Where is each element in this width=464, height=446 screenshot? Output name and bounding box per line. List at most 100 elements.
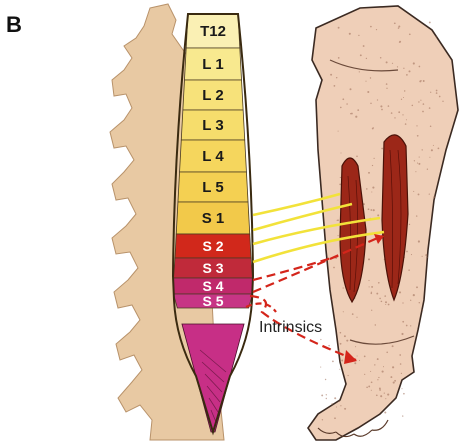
skin-stipple-dot: [363, 45, 365, 47]
skin-stipple-dot: [334, 397, 336, 399]
skin-stipple-dot: [332, 361, 334, 363]
skin-stipple-dot: [371, 390, 372, 391]
skin-stipple-dot: [371, 310, 372, 311]
skin-stipple-dot: [412, 105, 414, 107]
skin-stipple-dot: [371, 286, 373, 288]
skin-stipple-dot: [436, 36, 437, 37]
skin-stipple-dot: [380, 57, 382, 59]
skin-stipple-dot: [350, 113, 351, 114]
skin-stipple-dot: [419, 66, 421, 68]
skin-stipple-dot: [339, 369, 340, 370]
nerve-s1-red: [253, 256, 338, 280]
skin-stipple-dot: [336, 77, 337, 78]
skin-stipple-dot: [398, 25, 400, 27]
skin-stipple-dot: [337, 220, 338, 221]
skin-stipple-dot: [343, 311, 344, 312]
segment-label: S 2: [202, 238, 223, 254]
skin-stipple-dot: [399, 291, 401, 293]
skin-stipple-dot: [383, 366, 384, 367]
skin-stipple-dot: [366, 387, 368, 389]
segment-label: T12: [200, 23, 226, 40]
skin-stipple-dot: [326, 394, 327, 395]
skin-stipple-dot: [418, 193, 420, 195]
skin-stipple-dot: [429, 107, 431, 109]
skin-stipple-dot: [364, 356, 366, 358]
skin-stipple-dot: [422, 309, 424, 311]
skin-stipple-dot: [416, 215, 417, 216]
skin-stipple-dot: [399, 354, 401, 356]
leg-illustration: [308, 6, 458, 440]
skin-stipple-dot: [392, 63, 393, 64]
skin-stipple-dot: [356, 317, 357, 318]
segment-label: L 4: [202, 148, 224, 165]
skin-stipple-dot: [372, 128, 374, 130]
skin-stipple-dot: [423, 80, 425, 82]
skin-stipple-dot: [370, 103, 371, 104]
skin-stipple-dot: [378, 282, 380, 284]
skin-stipple-dot: [381, 109, 383, 111]
skin-stipple-dot: [422, 149, 423, 150]
skin-stipple-dot: [429, 21, 431, 23]
skin-stipple-dot: [355, 346, 356, 347]
skin-stipple-dot: [397, 66, 398, 67]
skin-stipple-dot: [422, 111, 424, 113]
skin-stipple-dot: [359, 71, 360, 72]
skin-stipple-dot: [355, 116, 357, 118]
skin-stipple-dot: [346, 340, 348, 342]
skin-stipple-dot: [439, 96, 441, 98]
skin-stipple-dot: [425, 254, 427, 256]
skin-stipple-dot: [338, 131, 339, 132]
skin-stipple-dot: [438, 148, 440, 150]
skin-stipple-dot: [406, 325, 408, 327]
skin-stipple-dot: [382, 371, 384, 373]
skin-stipple-dot: [386, 88, 387, 89]
segment-label: L 5: [202, 179, 223, 196]
skin-stipple-dot: [366, 58, 367, 59]
skin-stipple-dot: [415, 171, 416, 172]
skin-stipple-dot: [402, 302, 403, 303]
skin-stipple-dot: [433, 145, 434, 146]
skin-stipple-dot: [369, 286, 370, 287]
skin-stipple-dot: [379, 389, 381, 391]
skin-stipple-dot: [341, 360, 343, 362]
skin-stipple-dot: [410, 325, 411, 326]
panel-label: B: [6, 12, 22, 37]
skin-stipple-dot: [408, 70, 410, 72]
skin-stipple-dot: [336, 406, 337, 407]
skin-stipple-dot: [344, 335, 346, 337]
skin-stipple-dot: [436, 92, 438, 94]
skin-stipple-dot: [418, 101, 419, 102]
skin-stipple-dot: [385, 398, 386, 399]
skin-stipple-dot: [325, 379, 326, 380]
skin-stipple-dot: [342, 98, 344, 100]
skin-stipple-dot: [338, 235, 339, 236]
skin-stipple-dot: [413, 294, 415, 296]
skin-stipple-dot: [328, 345, 329, 346]
skin-stipple-dot: [367, 91, 369, 93]
skin-stipple-dot: [372, 165, 373, 166]
skin-stipple-dot: [330, 74, 332, 76]
skin-stipple-dot: [368, 208, 370, 210]
skin-stipple-dot: [349, 33, 351, 35]
skin-stipple-dot: [402, 114, 403, 115]
skin-stipple-dot: [429, 193, 430, 194]
skin-stipple-dot: [388, 105, 390, 107]
skin-stipple-dot: [394, 380, 396, 382]
skin-stipple-dot: [409, 224, 410, 225]
skin-stipple-dot: [338, 27, 340, 29]
segment-label: S 1: [202, 210, 225, 227]
skin-stipple-dot: [340, 332, 342, 334]
skin-stipple-dot: [350, 88, 352, 90]
skin-stipple-dot: [366, 188, 368, 190]
skin-stipple-dot: [368, 172, 370, 174]
skin-stipple-dot: [334, 85, 336, 87]
skin-stipple-dot: [380, 395, 382, 397]
skin-stipple-dot: [340, 343, 342, 345]
skin-stipple-dot: [418, 240, 420, 242]
skin-stipple-dot: [339, 400, 341, 402]
segment-label: S 3: [202, 260, 223, 276]
skin-stipple-dot: [442, 101, 443, 102]
skin-stipple-dot: [414, 160, 415, 161]
skin-stipple-dot: [343, 287, 344, 288]
skin-stipple-dot: [398, 111, 400, 113]
